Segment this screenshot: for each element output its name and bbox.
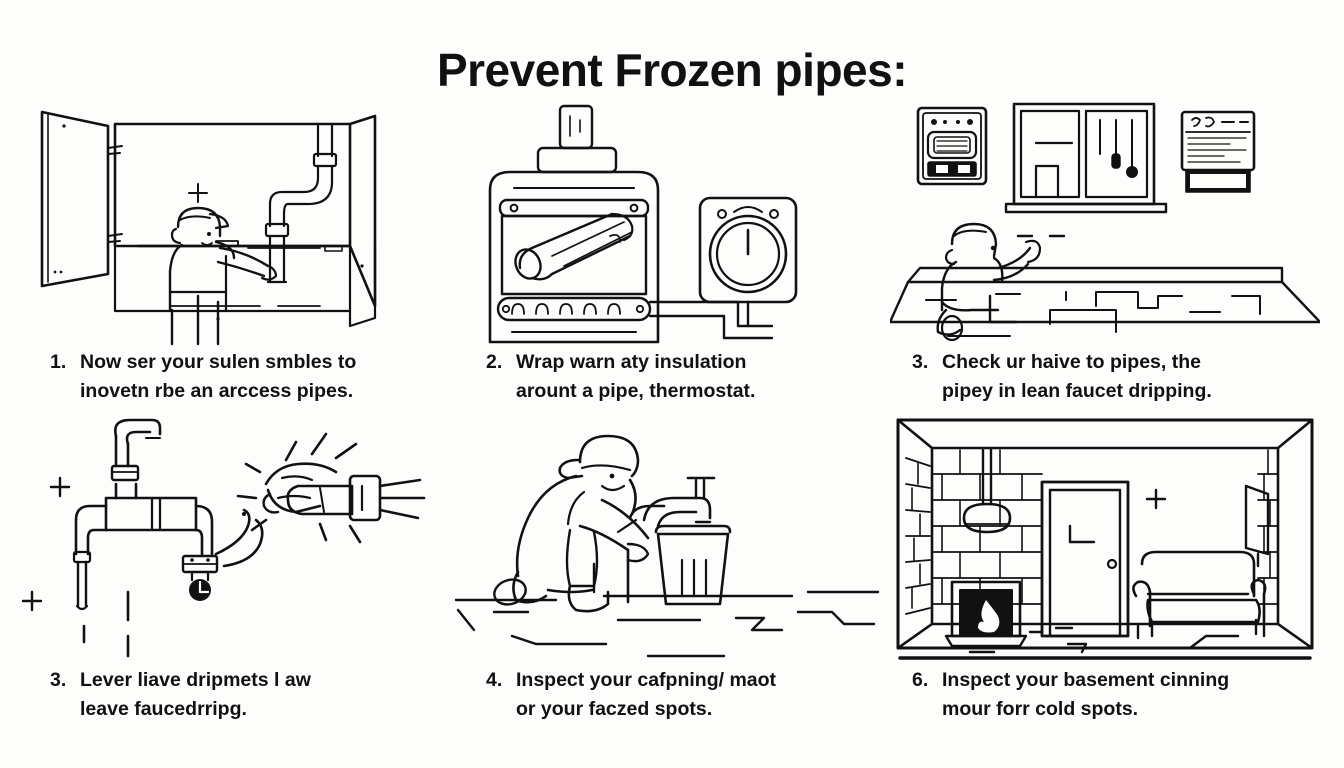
step-text: Now ser your sulen smbles to inovetn rbe… xyxy=(80,351,357,403)
step-text: Inspect your basement cinning mour forr … xyxy=(942,669,1230,721)
step-number: 4. xyxy=(486,669,503,691)
page-title: Prevent Frozen pipes: xyxy=(436,44,908,96)
step-number: 1. xyxy=(50,351,67,373)
step-caption-2: 2. Wrap warn aty insulation arount a pip… xyxy=(486,348,886,407)
step-card-3: 3. Check ur haive to pipes, the pipey in… xyxy=(890,96,1320,416)
step-text: Inspect your cafpning/ maot or your facz… xyxy=(516,669,777,721)
illustration-basement-room xyxy=(890,414,1320,664)
illustration-pipes-faucet-drip-heat-tool xyxy=(20,414,450,664)
step-text: Check ur haive to pipes, the pipey in le… xyxy=(942,351,1212,403)
step-caption-5: 4. Inspect your cafpning/ maot or your f… xyxy=(486,666,886,725)
step-card-4: 3. Lever liave dripmets l aw leave fauce… xyxy=(20,414,450,734)
step-card-6: 6. Inspect your basement cinning mour fo… xyxy=(890,414,1320,734)
step-caption-4: 3. Lever liave dripmets l aw leave fauce… xyxy=(50,666,450,725)
step-caption-6: 6. Inspect your basement cinning mour fo… xyxy=(912,666,1324,725)
step-card-2: 2. Wrap warn aty insulation arount a pip… xyxy=(452,96,882,416)
step-number: 3. xyxy=(912,351,929,373)
step-number: 6. xyxy=(912,669,929,691)
step-text: Wrap warn aty insulation arount a pipe, … xyxy=(516,351,756,403)
step-card-5: 4. Inspect your cafpning/ maot or your f… xyxy=(452,414,882,734)
step-number: 2. xyxy=(486,351,503,373)
illustration-water-heater-thermostat xyxy=(452,96,882,346)
illustration-worker-faucet-bucket xyxy=(452,414,882,664)
step-caption-3: 3. Check ur haive to pipes, the pipey in… xyxy=(912,348,1324,407)
illustration-kneeling-person-wall-appliances xyxy=(890,96,1320,346)
step-card-1: 1. Now ser your sulen smbles to inovetn … xyxy=(20,96,450,416)
step-caption-1: 1. Now ser your sulen smbles to inovetn … xyxy=(50,348,450,407)
illustration-sink-cabinet xyxy=(20,96,450,346)
steps-grid: 1. Now ser your sulen smbles to inovetn … xyxy=(0,96,1344,756)
step-number: 3. xyxy=(50,669,67,691)
step-text: Lever liave dripmets l aw leave faucedrr… xyxy=(80,669,311,721)
